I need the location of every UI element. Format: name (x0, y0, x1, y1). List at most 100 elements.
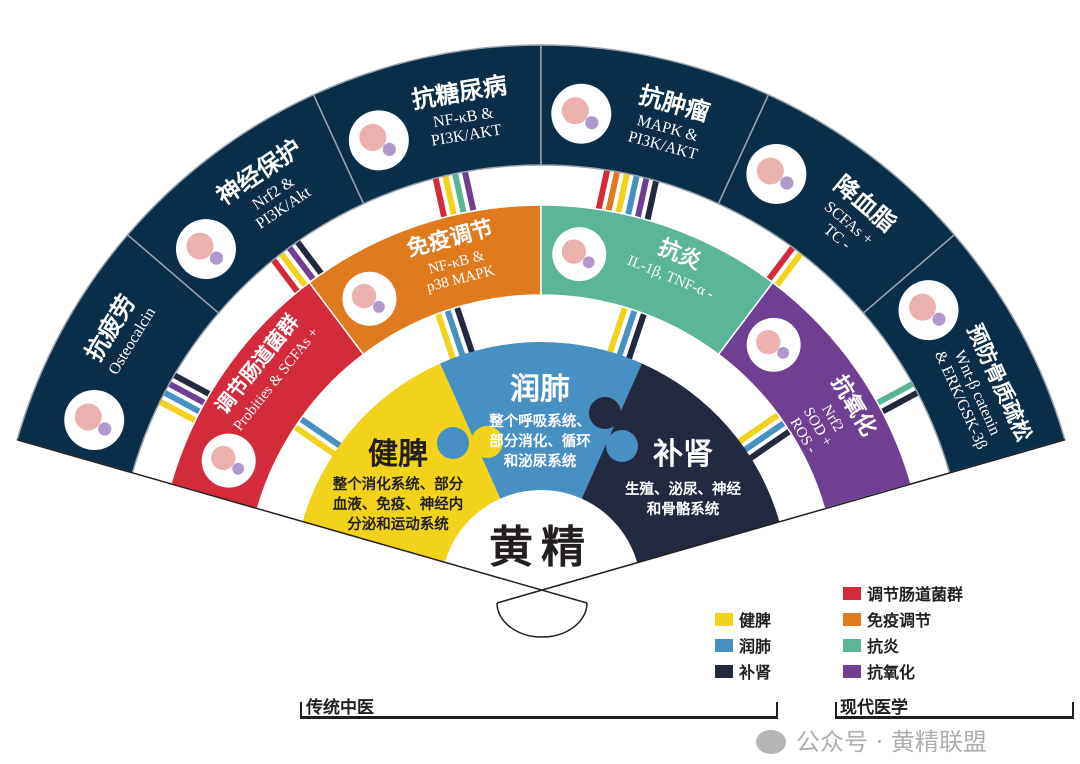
modern-medicine-bracket (835, 702, 1074, 719)
link-stripe-antiox (634, 174, 651, 220)
link-stripe-jianpi (606, 303, 629, 356)
inner-desc-bushen: 生殖、泌尿、神经 (625, 480, 741, 498)
link-stripe-runfei (624, 172, 641, 218)
inner-title-bushen: 补肾 (653, 437, 713, 472)
legend-swatch (843, 586, 861, 600)
puzzle-knob (437, 427, 469, 459)
link-stripe-runfei (296, 414, 344, 450)
tcm-bracket (300, 702, 778, 719)
middle-links-0 (290, 414, 344, 458)
link-stripe-jianpi (614, 170, 631, 216)
legend-item-immune: 免疫调节 (843, 606, 963, 632)
link-stripe-inflam (451, 170, 468, 216)
link-stripe-bushen (169, 371, 213, 398)
outer-links-1 (269, 237, 325, 295)
link-stripe-antiox (461, 168, 477, 214)
center-hub (444, 489, 638, 590)
watermark-text: 公众号 · 黄精联盟 (796, 728, 987, 756)
legend-modern: 调节肠道菌群 免疫调节 抗炎 抗氧化 (843, 580, 963, 684)
fan-rib-left (16, 439, 588, 604)
legend-swatch (843, 612, 861, 626)
link-stripe-gut (765, 243, 797, 283)
link-stripe-bushen (746, 426, 794, 462)
link-stripe-immune (605, 168, 621, 214)
wechat-icon (756, 730, 786, 754)
legend-label: 抗氧化 (867, 663, 916, 682)
legend-label: 健脾 (739, 611, 772, 630)
link-stripe-inflam (874, 379, 917, 407)
link-stripe-bushen (644, 176, 660, 222)
link-stripe-jianpi (277, 249, 309, 289)
legend-swatch (843, 638, 861, 652)
link-stripe-bushen (293, 237, 325, 277)
puzzle-knob (471, 426, 503, 458)
link-stripe-jianpi (735, 410, 783, 446)
legend-swatch (715, 612, 733, 626)
inner-desc-runfei: 部分消化、循环 (489, 432, 591, 450)
inner-title-runfei: 润肺 (510, 372, 570, 407)
link-stripe-gut (595, 165, 611, 212)
immune-cells-icon (342, 271, 397, 326)
link-stripe-jianpi (290, 422, 338, 458)
pancreas-icon (348, 110, 409, 171)
tcm-bracket-label: 传统中医 (306, 698, 374, 718)
link-stripe-runfei (160, 388, 203, 416)
link-stripe-jianpi (773, 249, 805, 289)
outer-links-0 (155, 371, 213, 425)
inner-desc-runfei: 整个呼吸系统、 (489, 412, 591, 430)
tumor-icon (551, 83, 612, 144)
outer-links-4 (765, 243, 805, 289)
outer-links-2 (431, 168, 477, 220)
link-stripe-runfei (615, 306, 639, 359)
puzzle-knob (606, 430, 638, 462)
outer-segment-3 (540, 44, 770, 205)
fan-handle (496, 602, 588, 638)
fan-rib-right (496, 439, 1066, 604)
link-stripe-jianpi (441, 172, 458, 218)
legend-label: 补肾 (739, 663, 772, 682)
brain-icon (175, 219, 236, 280)
legend-label: 润肺 (739, 637, 772, 656)
bone-icon (898, 280, 959, 341)
link-stripe-gut (431, 174, 448, 220)
tissue-slide-icon (552, 227, 607, 282)
legend-item-runfei: 润肺 (715, 632, 771, 658)
legend-item-jianpi: 健脾 (715, 606, 771, 632)
outer-links-3 (595, 165, 660, 222)
link-stripe-bushen (453, 303, 476, 356)
middle-links-1 (434, 303, 476, 362)
legend-label: 调节肠道菌群 (867, 585, 964, 604)
link-stripe-jianpi (155, 397, 199, 425)
gut-microbiota-icon (201, 433, 256, 488)
puzzle-knob (589, 397, 621, 429)
legend-item-inflam: 抗炎 (843, 632, 963, 658)
legend-item-antiox: 抗氧化 (843, 658, 963, 684)
legend-item-gut: 调节肠道菌群 (843, 580, 963, 606)
artery-icon (746, 143, 807, 204)
middle-links-3 (735, 410, 794, 462)
legend-tcm: 健脾 润肺 补肾 (715, 606, 771, 684)
center-label: 黄精 (489, 522, 593, 573)
legend-swatch (715, 638, 733, 652)
inner-desc-runfei: 和泌尿系统 (504, 452, 577, 470)
legend-label: 抗炎 (867, 637, 900, 656)
legend-item-bushen: 补肾 (715, 658, 771, 684)
middle-links-2 (606, 303, 648, 362)
outer-links-5 (874, 379, 922, 416)
inner-desc-bushen: 和骨骼系统 (647, 500, 720, 518)
muscle-dna-icon (64, 389, 125, 450)
link-stripe-runfei (443, 306, 467, 359)
inner-segment-runfei (440, 342, 642, 590)
watermark: 公众号 · 黄精联盟 (756, 728, 987, 756)
link-stripe-bushen (879, 388, 922, 416)
link-stripe-antiox (165, 379, 208, 407)
link-stripe-antiox (285, 243, 317, 283)
legend-swatch (715, 664, 733, 678)
cell-ros-icon (746, 317, 801, 372)
legend-label: 免疫调节 (867, 611, 932, 630)
legend-swatch (843, 664, 861, 678)
modern-medicine-bracket-label: 现代医学 (840, 698, 908, 718)
inner-title-jianpi: 健脾 (368, 437, 428, 472)
